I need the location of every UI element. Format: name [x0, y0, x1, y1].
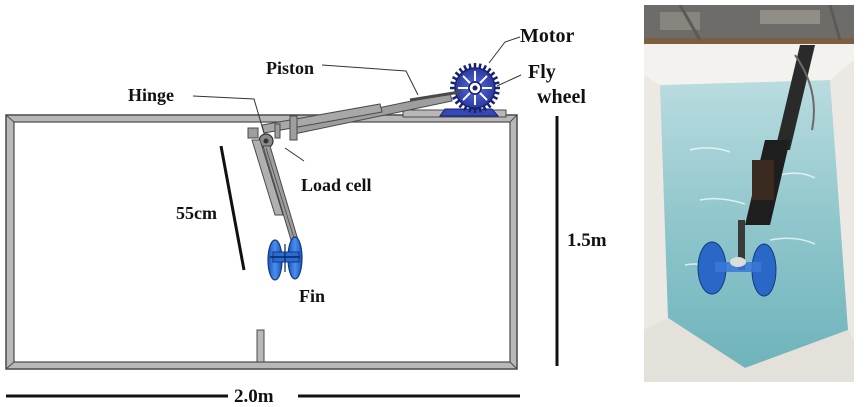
flywheel-tooth [450, 81, 456, 85]
label-fly: Fly [528, 61, 556, 83]
flywheel-tooth [494, 91, 500, 95]
flywheel-tooth [454, 71, 461, 77]
flywheel-tooth [482, 105, 487, 112]
flywheel-tooth [492, 76, 499, 81]
flywheel-teeth [450, 63, 500, 113]
flywheel-tooth [463, 64, 468, 71]
flywheel-spokes [458, 71, 492, 105]
flywheel-tooth [468, 107, 472, 113]
label-load-cell: Load cell [301, 175, 372, 195]
diagram-labels: Motor Fly wheel Piston Hinge Load cell 5… [128, 25, 607, 407]
flywheel-tooth [451, 95, 458, 100]
flywheel-tooth [489, 99, 496, 105]
flywheel-tooth [486, 67, 492, 74]
label-wheel: wheel [537, 86, 586, 108]
label-hinge: Hinge [128, 85, 174, 105]
label-motor: Motor [520, 25, 575, 47]
flywheel-tooth [482, 64, 487, 71]
flywheel-spoke [462, 75, 471, 84]
flywheel-tooth [458, 67, 464, 74]
label-55cm: 55cm [176, 203, 217, 223]
leader-lines [192, 36, 522, 162]
flywheel-tooth [463, 105, 468, 112]
label-fin: Fin [299, 286, 325, 306]
flywheel-tooth [454, 99, 461, 105]
flywheel-spoke [479, 75, 488, 84]
experimental-tank-photo [644, 5, 854, 382]
motor-mount [402, 108, 507, 118]
flywheel-tooth [468, 63, 472, 69]
flywheel-tooth [486, 102, 492, 109]
flywheel-tooth [458, 102, 464, 109]
flywheel-spoke [479, 92, 488, 101]
length-55cm-line [219, 145, 246, 271]
flywheel-tooth [489, 71, 496, 77]
fin-assembly [267, 236, 303, 281]
flywheel-tooth [478, 107, 482, 113]
flywheel-tooth [492, 95, 499, 100]
label-piston: Piston [266, 58, 314, 78]
label-width: 2.0m [234, 386, 274, 407]
flywheel-spoke [462, 92, 471, 101]
flywheel-tooth [494, 81, 500, 85]
tank-schematic: Motor Fly wheel Piston Hinge Load cell 5… [5, 25, 607, 407]
hinge-joint [247, 127, 274, 149]
label-height: 1.5m [567, 230, 607, 251]
flywheel-tooth [451, 76, 458, 81]
flywheel-tooth [478, 63, 482, 69]
motor-flywheel [450, 63, 500, 113]
